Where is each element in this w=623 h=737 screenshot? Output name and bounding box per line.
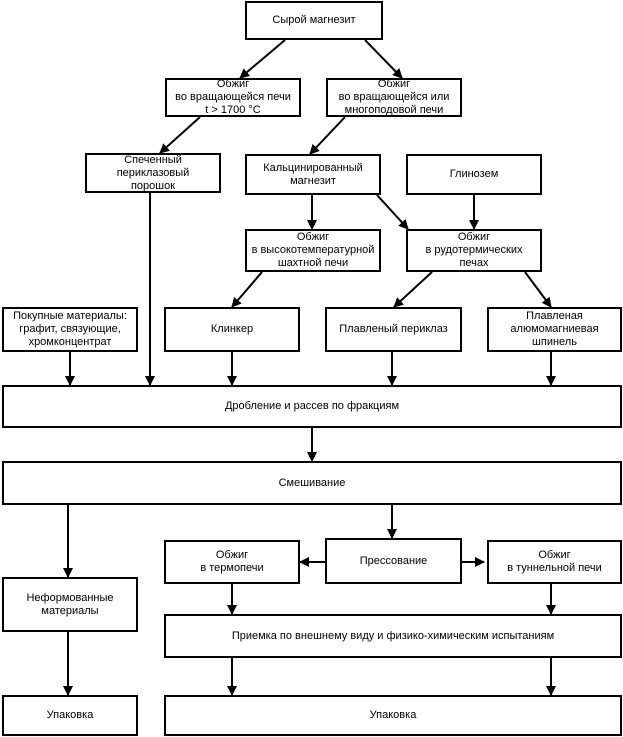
ore-thermal-furnace-firing-line1: Обжиг xyxy=(457,231,491,243)
purchased-materials-line2: графит, связующие, xyxy=(19,323,121,335)
mixing-box: Смешивание xyxy=(2,461,622,505)
fused-spinel-line2: алюмомагниевая xyxy=(510,323,599,335)
fused-spinel-line3: шпинель xyxy=(532,336,577,348)
ore-thermal-furnace-firing-box: Обжиг в рудотермических печах xyxy=(406,229,542,272)
thermo-kiln-firing-box: Обжиг в термопечи xyxy=(164,540,300,584)
rotary-or-multihearth-firing-box: Обжиг во вращающейся или многоподовой пе… xyxy=(326,78,462,117)
raw-magnesite-box: Сырой магнезит xyxy=(245,1,383,40)
packing-right-label: Упаковка xyxy=(369,709,417,721)
fused-spinel-line1: Плавленая xyxy=(526,310,583,322)
crushing-screening-box: Дробление и рассев по фракциям xyxy=(2,385,622,428)
mixing-label: Смешивание xyxy=(278,476,346,489)
clinker-box: Клинкер xyxy=(164,307,300,352)
raw-magnesite-label: Сырой магнезит xyxy=(272,14,356,26)
crushing-screening-label: Дробление и рассев по фракциям xyxy=(224,400,400,412)
unshaped-materials-line1: Неформованные xyxy=(26,591,114,604)
tunnel-kiln-firing-line2: в туннельной печи xyxy=(507,562,602,574)
rotary-kiln-firing-line3: t > 1700 °С xyxy=(205,104,261,116)
arrow-calcined-to-ore xyxy=(376,194,409,230)
fused-periclase-label: Плавленый периклаз xyxy=(339,323,448,335)
rotary-or-multihearth-firing-line3: многоподовой печи xyxy=(344,104,444,116)
purchased-materials-line1: Покупные материалы: xyxy=(13,310,127,322)
shaft-kiln-firing-box: Обжиг в высокотемпературной шахтной печи xyxy=(245,229,381,272)
rotary-or-multihearth-firing-line1: Обжиг xyxy=(377,78,411,90)
packing-left-label: Упаковка xyxy=(46,709,94,721)
ore-thermal-furnace-firing-line2: в рудотермических xyxy=(425,244,523,256)
fused-spinel-box: Плавленая алюмомагниевая шпинель xyxy=(487,307,622,352)
shaft-kiln-firing-line3: шахтной печи xyxy=(277,257,349,269)
arrow-raw-to-firing2 xyxy=(364,39,403,79)
ore-thermal-furnace-firing-line3: печах xyxy=(459,257,489,269)
sintered-periclase-powder-line1: Спеченный xyxy=(124,153,182,166)
rotary-kiln-firing-line2: во вращающейся печи xyxy=(175,91,291,103)
arrow-firing2-to-calcined xyxy=(309,116,346,155)
arrow-raw-to-firing1 xyxy=(239,39,286,79)
thermo-kiln-firing-line1: Обжиг xyxy=(215,549,249,561)
arrow-firing1-to-sintered xyxy=(159,116,201,154)
calcined-magnesite-box: Кальцинированный магнезит xyxy=(245,154,381,195)
arrow-ore-to-periclase xyxy=(393,271,433,308)
shaft-kiln-firing-line1: Обжиг xyxy=(296,231,330,243)
pressing-box: Прессование xyxy=(325,538,462,584)
arrow-ore-to-spinel xyxy=(524,271,552,308)
packing-right-box: Упаковка xyxy=(164,695,622,736)
purchased-materials-box: Покупные материалы: графит, связующие, х… xyxy=(2,307,138,352)
tunnel-kiln-firing-line1: Обжиг xyxy=(538,549,571,561)
sintered-periclase-powder-line3: порошок xyxy=(130,179,176,192)
inspection-box: Приемка по внешнему виду и физико-химиче… xyxy=(164,614,622,658)
fused-periclase-box: Плавленый периклаз xyxy=(325,307,462,352)
rotary-kiln-firing-box: Обжиг во вращающейся печи t > 1700 °С xyxy=(165,78,301,117)
inspection-label: Приемка по внешнему виду и физико-химиче… xyxy=(231,629,555,642)
packing-left-box: Упаковка xyxy=(2,695,138,736)
clinker-label: Клинкер xyxy=(210,323,254,335)
rotary-or-multihearth-firing-line2: во вращающейся или xyxy=(338,91,450,103)
unshaped-materials-box: Неформованные материалы xyxy=(2,577,138,632)
calcined-magnesite-line1: Кальцинированный xyxy=(263,161,363,174)
sintered-periclase-powder-line2: периклазовый xyxy=(116,166,190,179)
alumina-box: Глинозем xyxy=(406,154,542,195)
thermo-kiln-firing-line2: в термопечи xyxy=(200,562,264,574)
unshaped-materials-line2: материалы xyxy=(41,604,99,617)
shaft-kiln-firing-line2: в высокотемпературной xyxy=(251,244,375,256)
pressing-label: Прессование xyxy=(359,554,428,567)
calcined-magnesite-line2: магнезит xyxy=(290,174,336,187)
purchased-materials-line3: хромконцентрат xyxy=(28,336,112,348)
arrow-shaft-to-clinker xyxy=(231,271,263,308)
tunnel-kiln-firing-box: Обжиг в туннельной печи xyxy=(487,540,622,584)
sintered-periclase-powder-box: Спеченный периклазовый порошок xyxy=(85,153,221,193)
rotary-kiln-firing-line1: Обжиг xyxy=(216,78,250,90)
alumina-label: Глинозем xyxy=(449,168,499,180)
